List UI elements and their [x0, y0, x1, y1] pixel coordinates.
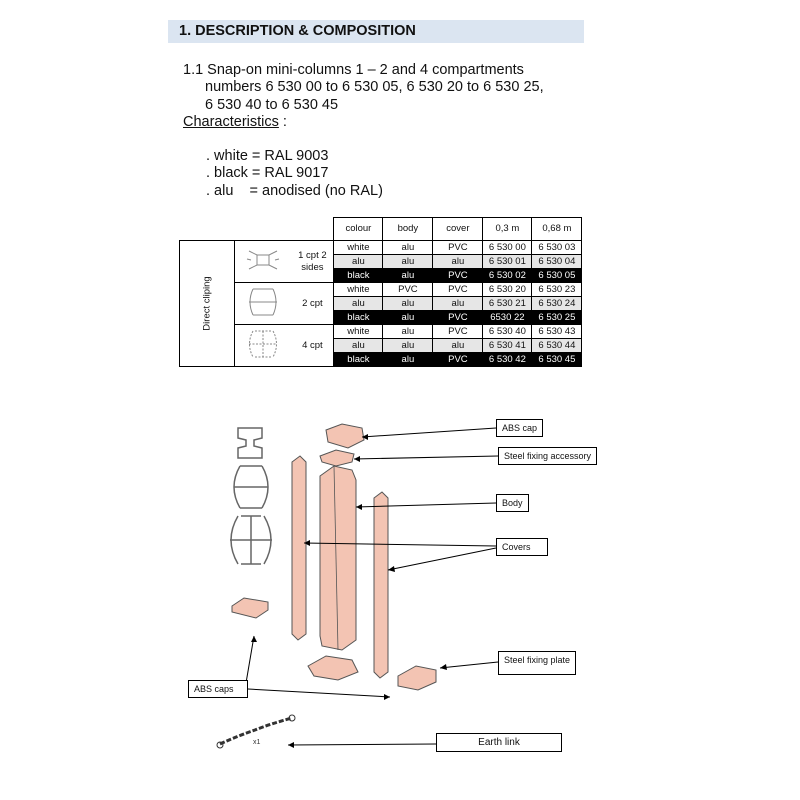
- cell-ref-short: 6 530 01: [482, 254, 533, 269]
- characteristics-heading: Characteristics :: [183, 114, 544, 131]
- profile-2cpt-svg: [249, 288, 278, 315]
- cell-ref-long: 6 530 45: [531, 352, 583, 367]
- header-length-short: 0,3 m: [482, 217, 533, 241]
- table-row: Direct cliping 1 cpt 2 sides white alu P…: [178, 240, 583, 367]
- cell-ref-short: 6 530 41: [482, 338, 533, 353]
- cell-colour: black: [333, 352, 384, 367]
- profile-4cpt-icon: [234, 324, 292, 367]
- earth-link-part: [216, 714, 296, 749]
- steel-fixing-accessory-part: [319, 449, 355, 467]
- table-row: alu alu alu 6 530 41 6 530 44: [180, 338, 583, 353]
- header-length-long: 0,68 m: [531, 217, 583, 241]
- table-header-row: colour body cover 0,3 m 0,68 m: [180, 217, 583, 241]
- characteristic-item: . black = RAL 9017: [206, 165, 329, 182]
- cell-body: alu: [382, 310, 434, 325]
- profile-1cpt-svg: [247, 250, 280, 269]
- cell-colour: black: [333, 310, 384, 325]
- profile-1cpt-icon: [234, 240, 292, 283]
- header-body: body: [382, 217, 434, 241]
- intro-line-2: numbers 6 530 00 to 6 530 05, 6 530 20 t…: [205, 79, 544, 96]
- steel-fixing-plate-part: [307, 655, 359, 681]
- callout-abs-caps: ABS caps: [188, 680, 248, 698]
- cell-ref-short: 6 530 42: [482, 352, 533, 367]
- characteristics-label: Characteristics: [183, 113, 279, 130]
- intro-line-3: 6 530 40 to 6 530 45: [205, 96, 339, 113]
- group-1cpt-label-line2: sides: [301, 261, 324, 273]
- profile-sketch-1cpt: [237, 427, 263, 459]
- arrow-heads: [251, 434, 447, 748]
- product-table: colour body cover 0,3 m 0,68 m Direct cl…: [178, 217, 583, 367]
- profile-sketch-2cpt: [233, 465, 269, 509]
- intro-text: 1.1 Snap-on mini-columns 1 – 2 and 4 com…: [183, 62, 544, 200]
- cell-body: alu: [382, 338, 434, 353]
- table-row: black alu PVC 6530 22 6 530 25: [180, 310, 583, 325]
- cell-cover: PVC: [432, 352, 484, 367]
- right-cover-part: [373, 491, 389, 679]
- table-row: 2 cpt white PVC PVC 6 530 20 6 530 23: [180, 282, 583, 325]
- left-cover-part: [291, 455, 307, 641]
- leader-lines: [245, 427, 499, 746]
- cell-cover: PVC: [432, 268, 484, 283]
- characteristic-item: . alu = anodised (no RAL): [206, 182, 383, 199]
- profile-4cpt-svg: [249, 330, 278, 357]
- cell-colour: alu: [333, 338, 384, 353]
- quantity-mark: x1: [253, 739, 261, 746]
- group-1cpt-label-line1: 1 cpt 2: [298, 249, 327, 261]
- callout-earth-link: Earth link: [436, 733, 562, 752]
- profile-sketch-cap: [231, 597, 269, 619]
- table-row: black alu PVC 6 530 42 6 530 45: [180, 352, 583, 367]
- section-header: 1. DESCRIPTION & COMPOSITION: [168, 20, 584, 43]
- callout-body: Body: [496, 494, 529, 512]
- cell-colour: black: [333, 268, 384, 283]
- cell-ref-short: 6530 22: [482, 310, 533, 325]
- table-row: alu alu alu 6 530 01 6 530 04: [180, 254, 583, 269]
- abs-cap-part: [325, 423, 365, 449]
- cell-body: alu: [382, 254, 434, 269]
- callout-steel-fixing-plate: Steel fixing plate: [498, 651, 576, 675]
- characteristic-item: . white = RAL 9003: [206, 148, 329, 165]
- group-label-cell: Direct cliping: [178, 240, 236, 367]
- header-colour: colour: [333, 217, 384, 241]
- callout-steel-fixing-accessory: Steel fixing accessory: [498, 447, 598, 465]
- group-1cpt-label: 1 cpt 2 sides: [291, 240, 335, 283]
- abs-cap-bottom-part: [397, 665, 437, 691]
- section-title: 1. DESCRIPTION & COMPOSITION: [179, 23, 416, 39]
- callout-covers: Covers: [496, 538, 548, 556]
- table-row: black alu PVC 6 530 02 6 530 05: [180, 268, 583, 283]
- characteristics-colon: :: [278, 113, 287, 130]
- profile-sketch-4cpt: [230, 515, 272, 565]
- table-row: alu alu alu 6 530 21 6 530 24: [180, 296, 583, 311]
- cell-ref-long: 6 530 25: [531, 310, 583, 325]
- cell-body: alu: [382, 268, 434, 283]
- callout-abs-cap: ABS cap: [496, 419, 544, 437]
- intro-line-1: 1.1 Snap-on mini-columns 1 – 2 and 4 com…: [183, 62, 524, 78]
- cell-body: alu: [382, 352, 434, 367]
- body-part: [319, 465, 357, 651]
- cell-cover: alu: [432, 254, 484, 269]
